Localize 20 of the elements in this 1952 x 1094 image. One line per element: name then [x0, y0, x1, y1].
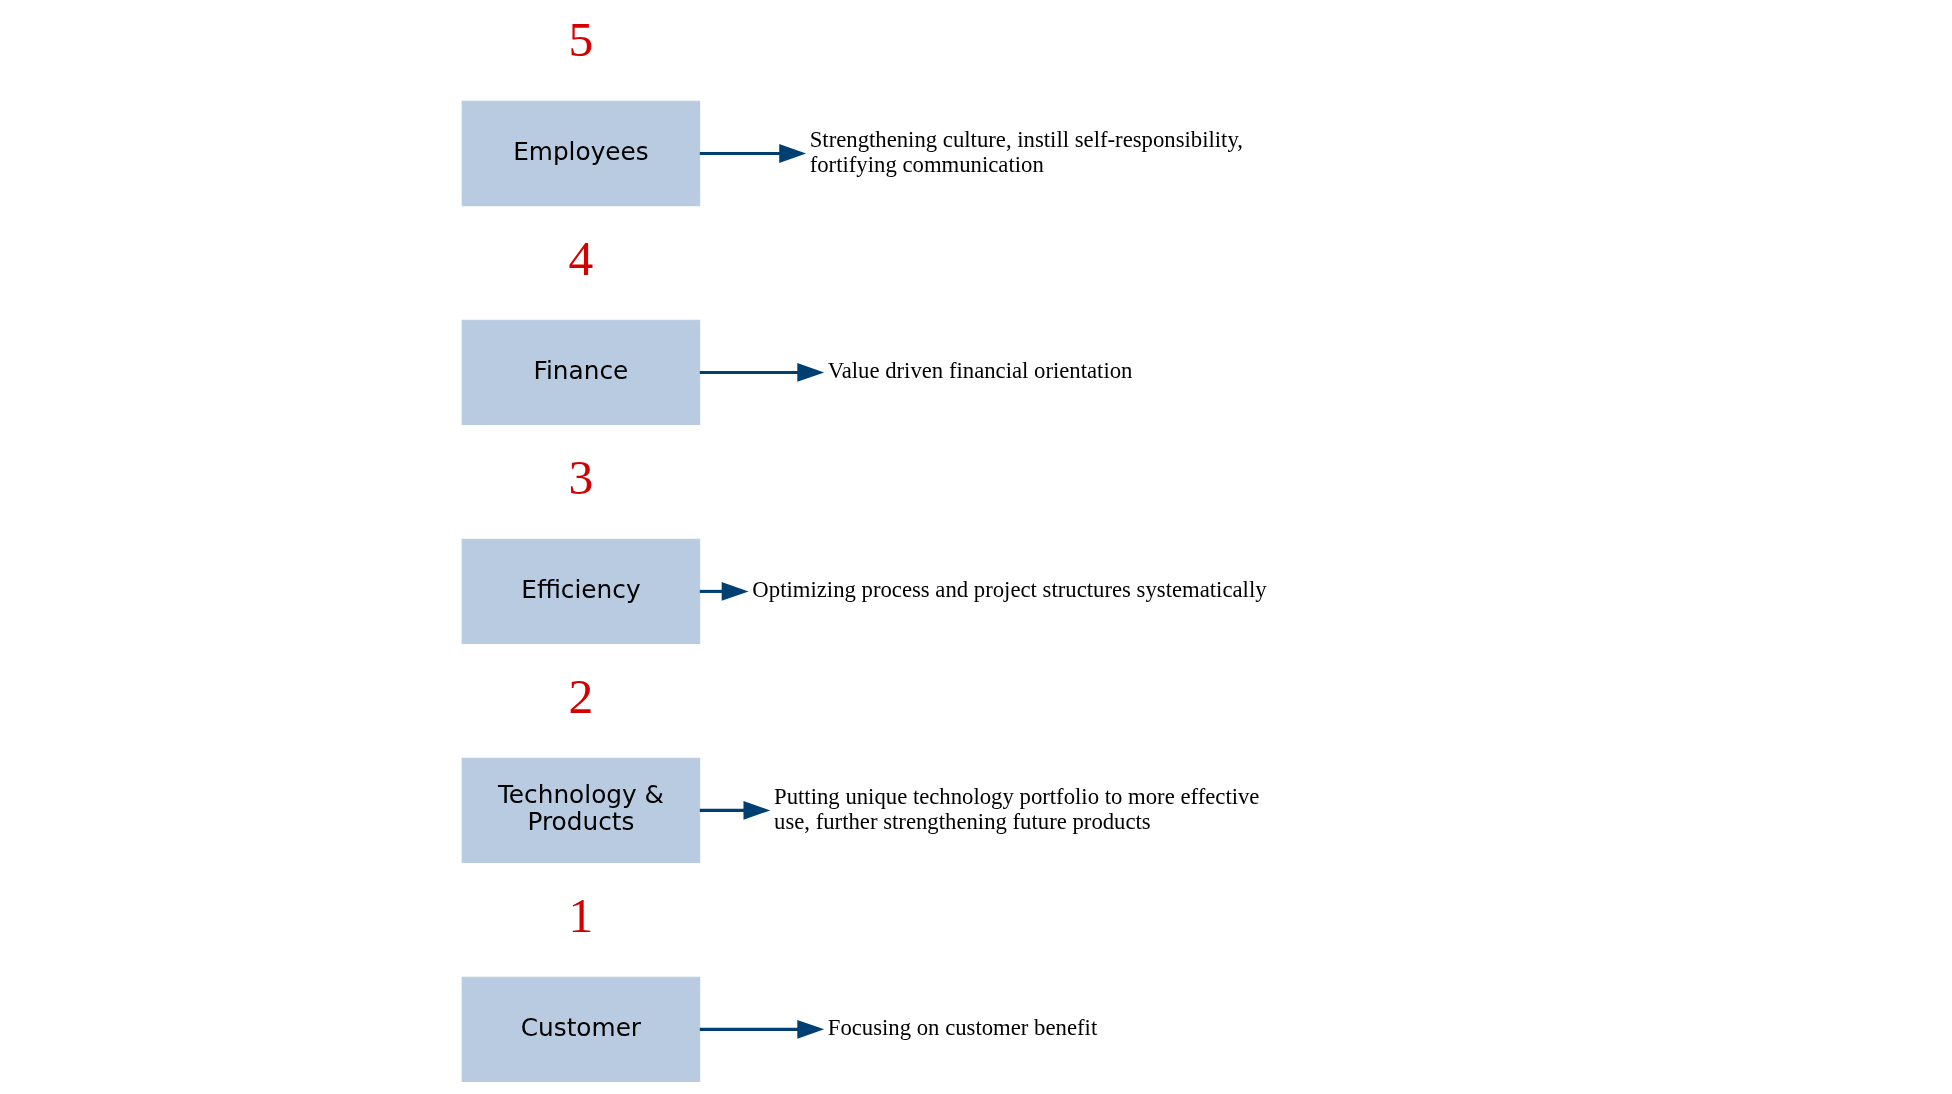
node-label: 3 — [568, 450, 594, 506]
node-box: Efficiency — [461, 538, 701, 645]
node-label: 2 — [568, 669, 594, 725]
node-label: 1 — [568, 888, 594, 944]
node-text: Putting unique technology portfolio to more effective use, further strengthening future products — [774, 783, 1260, 834]
node-box: Finance — [461, 319, 701, 426]
node-box: Employees — [461, 100, 701, 207]
arrow — [699, 582, 749, 601]
node-text: Value driven financial orientation — [827, 358, 1133, 384]
arrow — [699, 800, 771, 820]
arrow — [699, 363, 825, 382]
node-label: 4 — [568, 231, 594, 287]
node-box: Customer — [461, 976, 701, 1083]
node-text: Strengthening culture, instill self-responsibility, fortifying communication — [809, 126, 1243, 177]
node-label: 5 — [568, 12, 594, 68]
arrow — [699, 144, 807, 163]
node-text: Focusing on customer benefit — [827, 1015, 1098, 1041]
node-text: Optimizing process and project structures systematically — [752, 577, 1267, 603]
node-box: Technology & Products — [461, 757, 701, 864]
arrow — [699, 1019, 825, 1039]
